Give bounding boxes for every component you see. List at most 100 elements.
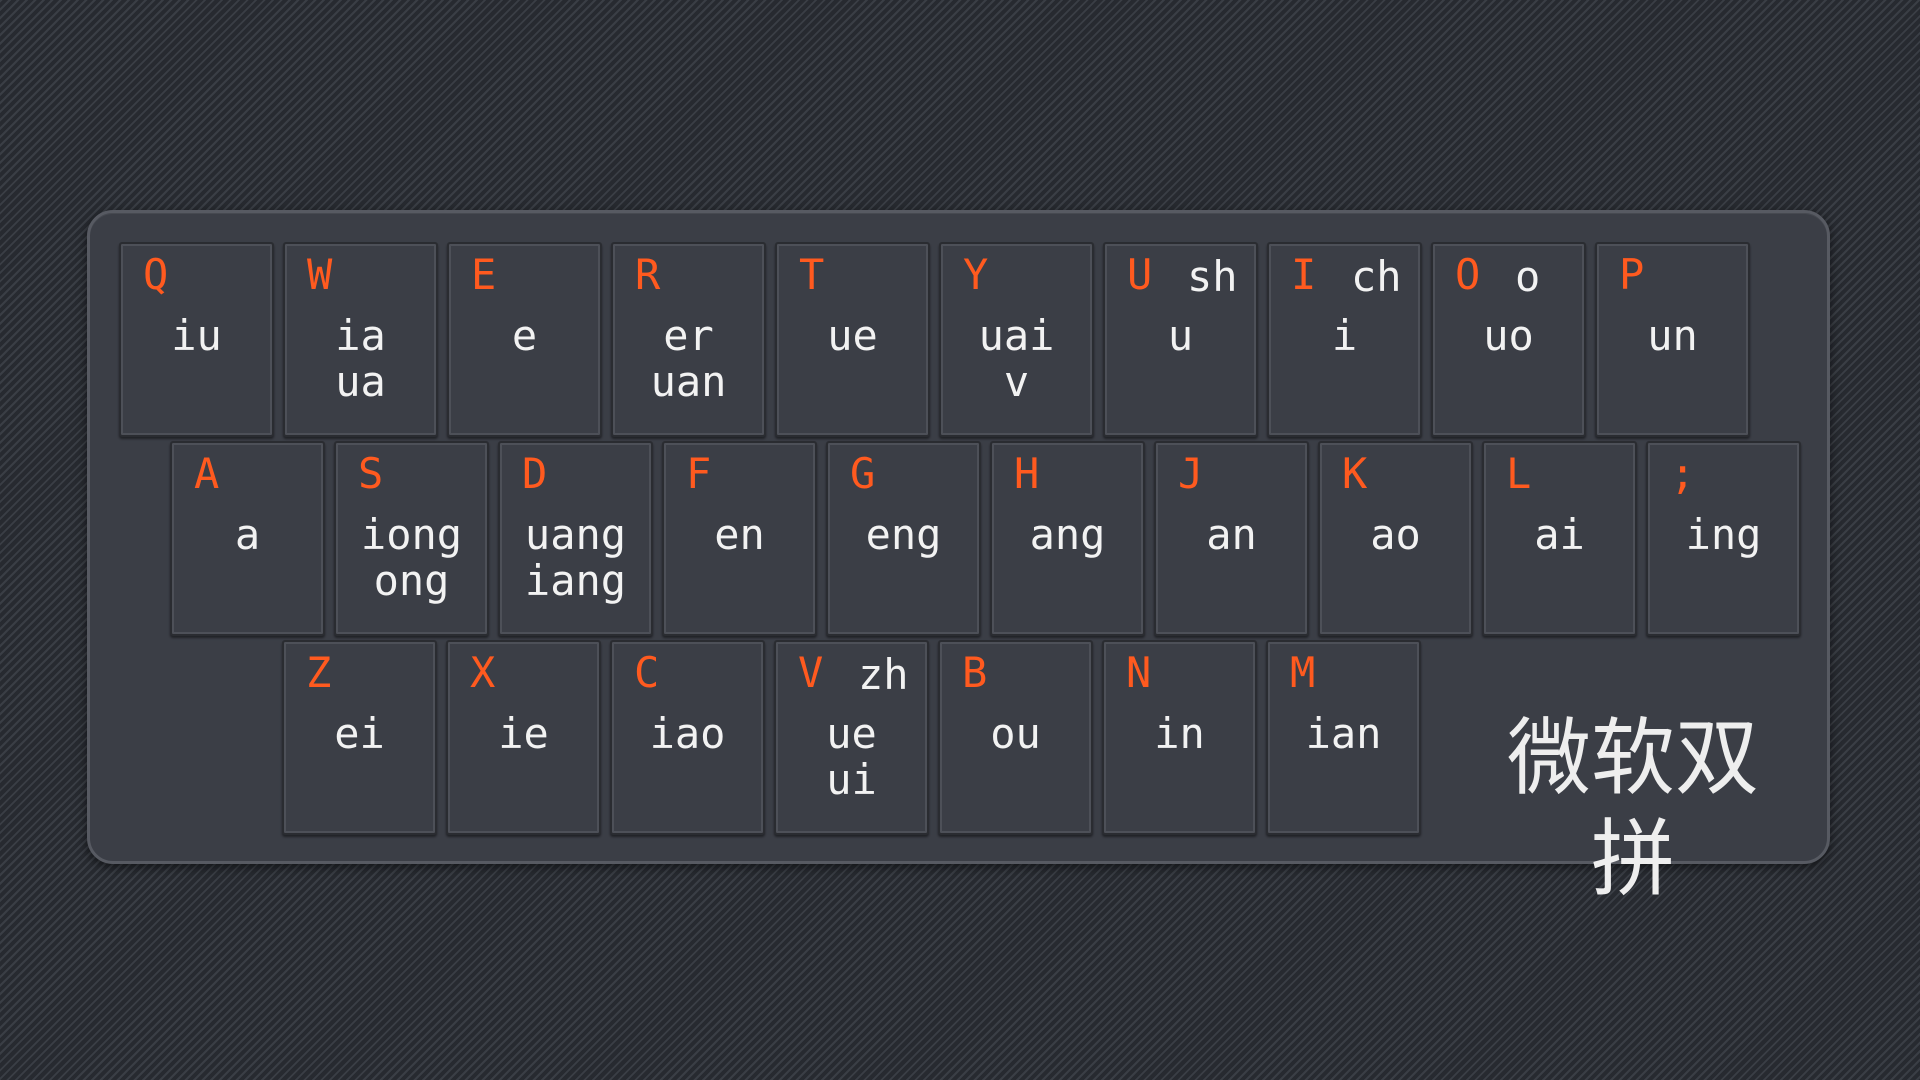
key-final: iao	[649, 709, 726, 758]
key-finals: eng	[828, 512, 979, 558]
key-final: iong	[360, 510, 463, 559]
key-final: e	[511, 311, 538, 360]
key-finals: iao	[612, 711, 763, 757]
key-finals: ue	[777, 313, 928, 359]
key-initial: zh	[858, 650, 909, 699]
key-final: un	[1647, 311, 1698, 360]
key-final: uai	[978, 311, 1055, 360]
key-letter: Q	[143, 250, 169, 299]
key-letter: L	[1506, 449, 1532, 498]
key-final: ui	[826, 755, 877, 804]
key-final: ie	[498, 709, 549, 758]
key-letter: M	[1290, 648, 1316, 697]
key-final: ang	[1029, 510, 1106, 559]
key-finals: e	[449, 313, 600, 359]
key-letter: E	[471, 250, 497, 299]
key-finals: ing	[1648, 512, 1799, 558]
key-finals: u	[1105, 313, 1256, 359]
key-letter: H	[1014, 449, 1040, 498]
key-final: uang	[524, 510, 627, 559]
key-final: ue	[827, 311, 878, 360]
key-letter: N	[1126, 648, 1152, 697]
key-letter: T	[799, 250, 825, 299]
key-final: iu	[171, 311, 222, 360]
key-letter: F	[686, 449, 712, 498]
key-letter: I	[1291, 250, 1317, 299]
key-letter: R	[635, 250, 661, 299]
key-final: ao	[1370, 510, 1421, 559]
key-letter: J	[1178, 449, 1204, 498]
key-letter: G	[850, 449, 876, 498]
key-finals: ai	[1484, 512, 1635, 558]
key-final: ue	[826, 709, 877, 758]
key-finals: an	[1156, 512, 1307, 558]
key-final: eng	[865, 510, 942, 559]
key-final: iang	[524, 556, 627, 605]
key-final: ou	[990, 709, 1041, 758]
key-final: uo	[1483, 311, 1534, 360]
key-letter: A	[194, 449, 220, 498]
key-final: an	[1206, 510, 1257, 559]
key-letter: X	[470, 648, 496, 697]
key-finals: ei	[284, 711, 435, 757]
key-final: a	[234, 510, 261, 559]
key-final: ong	[373, 556, 450, 605]
key-letter: K	[1342, 449, 1368, 498]
key-letter: ;	[1670, 449, 1696, 498]
key-letter: C	[634, 648, 660, 697]
key-final: ei	[334, 709, 385, 758]
key-final: uan	[650, 357, 727, 406]
key-final: v	[1003, 357, 1030, 406]
scheme-title: 微软双拼	[1506, 709, 1759, 908]
key-finals: uo	[1433, 313, 1584, 359]
key-letter: O	[1455, 250, 1481, 299]
key-finals: ian	[1268, 711, 1419, 757]
key-letter: W	[307, 250, 333, 299]
key-final: i	[1331, 311, 1358, 360]
key-finals: ang	[992, 512, 1143, 558]
key-final: u	[1167, 311, 1194, 360]
key-final: ia	[335, 311, 386, 360]
key-letter: S	[358, 449, 384, 498]
key-finals: un	[1597, 313, 1748, 359]
key-semicolon: ; ing	[1646, 441, 1801, 636]
key-final: in	[1154, 709, 1205, 758]
key-finals: ao	[1320, 512, 1471, 558]
key-letter: Y	[963, 250, 989, 299]
key-finals: en	[664, 512, 815, 558]
key-final: ua	[335, 357, 386, 406]
key-letter: D	[522, 449, 548, 498]
key-initial: sh	[1187, 252, 1238, 301]
key-finals: iu	[121, 313, 272, 359]
key-final: ian	[1305, 709, 1382, 758]
key-letter: V	[798, 648, 824, 697]
key-initial: ch	[1351, 252, 1402, 301]
key-final: en	[714, 510, 765, 559]
key-finals: i	[1269, 313, 1420, 359]
